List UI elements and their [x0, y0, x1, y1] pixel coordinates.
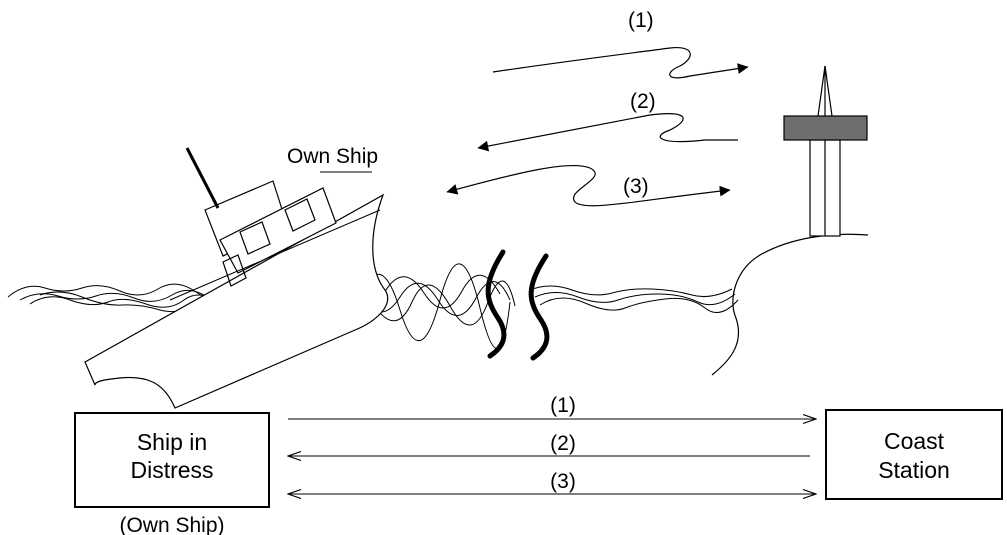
flow-arrows — [288, 419, 816, 494]
ship-window-left — [239, 221, 271, 255]
upper-signals — [446, 46, 749, 207]
ship-upper-deck — [219, 187, 337, 274]
signal-1-label: (1) — [628, 9, 654, 32]
coast-box-line2: Station — [878, 457, 950, 483]
ship-hull-stripe — [169, 209, 381, 301]
tower-platform — [783, 115, 868, 141]
ship-window-right — [284, 198, 316, 232]
signal-1-wave — [492, 46, 749, 79]
coastline — [711, 233, 869, 376]
own-ship-label: Own Ship — [287, 145, 378, 168]
signal-2-label: (2) — [630, 90, 656, 113]
flow-arrow-3-label: (3) — [550, 470, 576, 493]
coast-station-scene — [711, 65, 869, 376]
ship-in-distress-box — [74, 412, 270, 508]
flow-arrow-1-label: (1) — [550, 394, 576, 417]
signal-2-wave — [477, 113, 738, 152]
own-ship-caption: (Own Ship) — [119, 514, 224, 535]
coast-box-line1: Coast — [884, 428, 945, 454]
flow-arrow-2-label: (2) — [550, 432, 576, 455]
ship-mast — [185, 147, 220, 209]
coast-station-box — [825, 409, 1003, 500]
own-ship — [84, 147, 389, 409]
ship-side-panel — [222, 254, 247, 287]
break-marks — [485, 249, 550, 361]
ship-box-line2: Distress — [130, 457, 213, 483]
ship-hull — [84, 193, 389, 409]
ship-box-line1: Ship in — [137, 429, 207, 455]
signal-3-label: (3) — [623, 175, 649, 198]
signal-3-wave — [446, 164, 731, 207]
